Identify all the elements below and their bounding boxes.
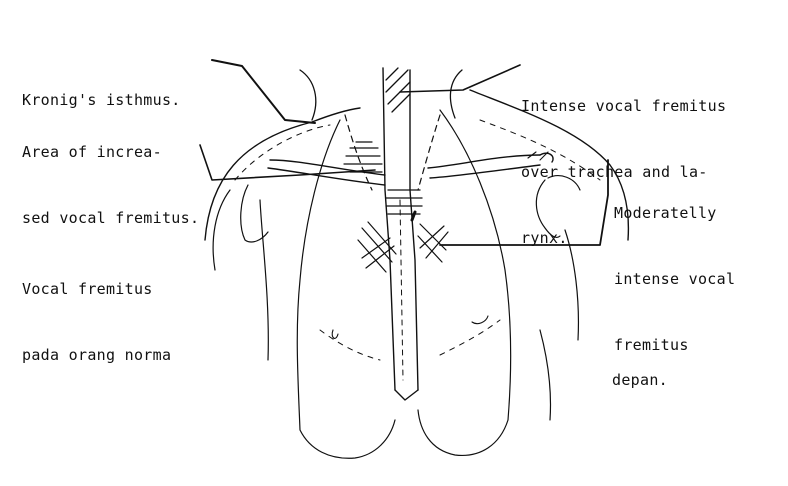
- right-lung-outline: [418, 110, 511, 455]
- hatch-bronchi: [358, 222, 448, 272]
- label-increased-fremitus: Area of increa- sed vocal fremitus.: [22, 97, 199, 251]
- trachea: [383, 68, 418, 400]
- left-arm-outline: [213, 185, 268, 360]
- label-view-front: depan.: [612, 325, 668, 413]
- leader-sternum-arrow: [412, 212, 415, 220]
- leader-kronig: [212, 60, 315, 123]
- neck-outline: [300, 70, 462, 120]
- leader-intense: [400, 65, 520, 92]
- hatch-larynx: [386, 68, 410, 112]
- left-lung-outline: [297, 115, 395, 458]
- hatch-sternum: [386, 190, 422, 214]
- label-normal-fremitus: Vocal fremitus pada orang norma: [22, 234, 171, 388]
- hatch-apex: [344, 142, 382, 172]
